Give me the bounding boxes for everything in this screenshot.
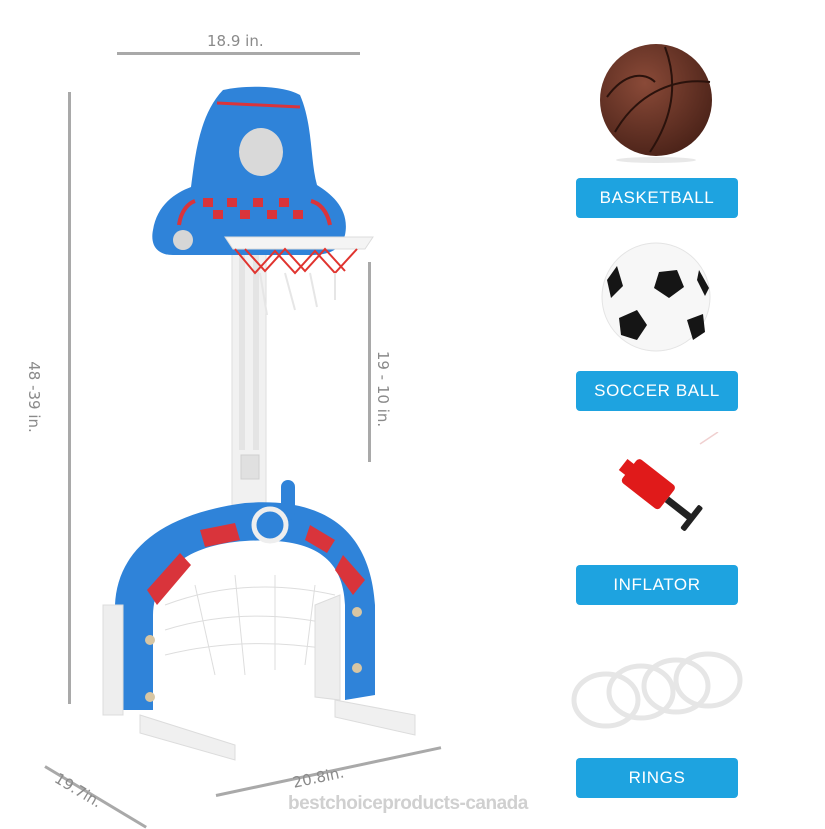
dimension-height-line	[68, 92, 71, 704]
soccer-ball-icon	[599, 240, 714, 355]
dimension-depth-label: 19.7in.	[51, 769, 106, 812]
soccer-ball-label: SOCCER BALL	[576, 371, 738, 411]
dimension-height-label: 48 -39 in.	[24, 361, 43, 433]
dimension-hoop-line	[368, 262, 371, 462]
basketball-label: BASKETBALL	[576, 178, 738, 218]
basketball-icon	[595, 42, 717, 164]
rings-label: RINGS	[576, 758, 738, 798]
product-illustration	[95, 85, 440, 770]
inflator-label: INFLATOR	[576, 565, 738, 605]
pump-icon	[600, 432, 720, 552]
rings-icon	[566, 650, 746, 735]
dimension-width-line	[117, 52, 360, 55]
watermark-text: bestchoiceproducts-canada	[288, 793, 528, 814]
dimension-width-label: 18.9 in.	[207, 32, 264, 50]
